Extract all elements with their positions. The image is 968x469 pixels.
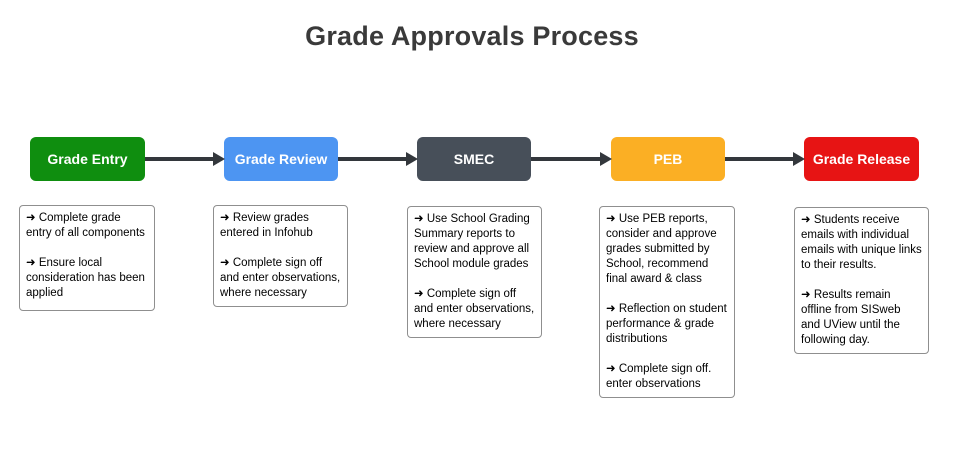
note-bullet: ➜ Results remain offline from SISweb and… xyxy=(801,289,901,346)
notes-grade-entry: ➜ Complete grade entry of all components… xyxy=(19,205,155,311)
note-bullet: ➜ Complete grade entry of all components xyxy=(26,212,145,239)
note-bullet: ➜ Students receive emails with individua… xyxy=(801,214,922,271)
stage-label: SMEC xyxy=(453,151,495,167)
page-title: Grade Approvals Process xyxy=(305,21,639,51)
stage-node-peb: PEB xyxy=(611,137,725,181)
notes-peb: ➜ Use PEB reports, consider and approve … xyxy=(599,206,735,398)
stage-node-smec: SMEC xyxy=(417,137,531,181)
arrow-shaft xyxy=(531,157,600,161)
note-bullet: ➜ Complete sign off and enter observatio… xyxy=(220,257,341,299)
flow-arrow xyxy=(145,152,225,166)
note-bullet: ➜ Use PEB reports, consider and approve … xyxy=(606,213,717,285)
arrow-shaft xyxy=(725,157,793,161)
notes-grade-review: ➜ Review grades entered in Infohub ➜ Com… xyxy=(213,205,348,307)
stage-node-grade-release: Grade Release xyxy=(804,137,919,181)
stage-label: PEB xyxy=(653,151,683,167)
arrow-head-icon xyxy=(213,152,225,166)
stage-label: Grade Entry xyxy=(47,151,128,167)
notes-grade-release: ➜ Students receive emails with individua… xyxy=(794,207,929,354)
arrow-head-icon xyxy=(793,152,805,166)
arrow-head-icon xyxy=(406,152,418,166)
stage-node-grade-entry: Grade Entry xyxy=(30,137,145,181)
flow-arrow xyxy=(531,152,612,166)
stage-node-grade-review: Grade Review xyxy=(224,137,338,181)
note-bullet: ➜ Use School Grading Summary reports to … xyxy=(414,213,530,270)
note-bullet: ➜ Complete sign off and enter observatio… xyxy=(414,288,535,330)
note-bullet: ➜ Reflection on student performance & gr… xyxy=(606,303,727,345)
flow-arrow xyxy=(725,152,805,166)
notes-smec: ➜ Use School Grading Summary reports to … xyxy=(407,206,542,338)
note-bullet: ➜ Complete sign off. enter observations xyxy=(606,363,712,390)
stage-label: Grade Review xyxy=(234,151,328,167)
stage-label: Grade Release xyxy=(812,151,911,167)
arrow-shaft xyxy=(145,157,213,161)
flow-arrow xyxy=(338,152,418,166)
arrow-head-icon xyxy=(600,152,612,166)
note-bullet: ➜ Ensure local consideration has been ap… xyxy=(26,257,145,299)
note-bullet: ➜ Review grades entered in Infohub xyxy=(220,212,313,239)
arrow-shaft xyxy=(338,157,406,161)
